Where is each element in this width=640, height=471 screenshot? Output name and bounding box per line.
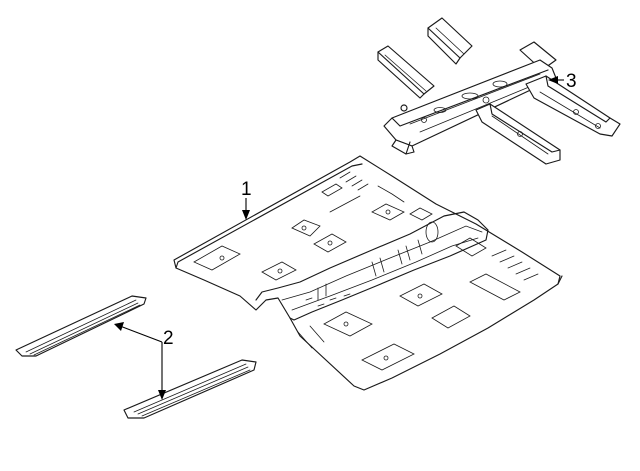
callout-leader-2 xyxy=(114,322,166,400)
callout-leader-1 xyxy=(242,198,250,220)
callout-leader-3 xyxy=(548,76,564,84)
callout-number-1: 1 xyxy=(241,179,252,200)
rear-crossmember-part xyxy=(377,17,621,165)
scuff-plate-lower xyxy=(123,359,257,419)
scuff-plate-upper xyxy=(15,295,147,357)
callout-number-2: 2 xyxy=(163,328,174,349)
callout-number-3: 3 xyxy=(566,71,577,92)
floor-pan-part xyxy=(173,155,563,391)
